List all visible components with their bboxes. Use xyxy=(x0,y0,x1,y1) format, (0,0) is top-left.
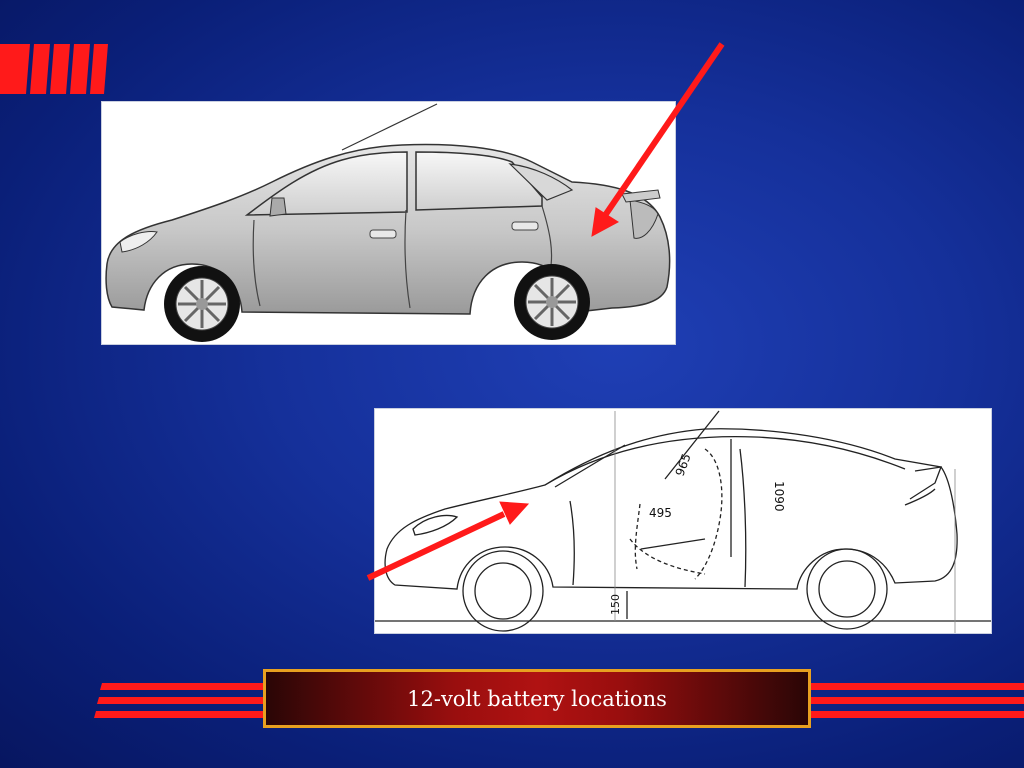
sedan-illustration xyxy=(105,103,671,342)
dim-965-label: 965 xyxy=(673,452,694,478)
right-caption-stripes xyxy=(811,683,1024,718)
slide-caption: 12-volt battery locations xyxy=(407,686,667,711)
red-bars-logo xyxy=(0,44,108,94)
coupe-technical-drawing: 965 1090 495 150 xyxy=(374,408,992,634)
sedan-side-photo xyxy=(101,101,676,345)
dim-1090-label: 1090 xyxy=(772,481,786,512)
dim-150-label: 150 xyxy=(609,594,622,615)
caption-banner: 12-volt battery locations xyxy=(263,669,811,728)
left-caption-stripes xyxy=(94,683,264,718)
dim-495-label: 495 xyxy=(649,506,672,520)
coupe-line-drawing: 965 1090 495 150 xyxy=(375,410,991,633)
